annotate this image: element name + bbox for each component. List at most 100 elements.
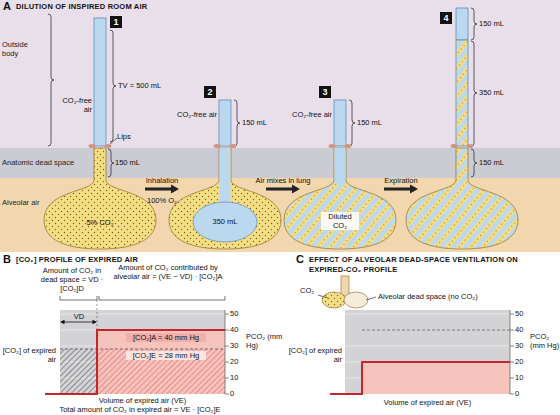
tube: [456, 8, 468, 40]
chart-c: [510, 394, 514, 395]
chart-b: [97, 330, 225, 394]
chart-c: [341, 276, 349, 296]
fresh-air: [193, 202, 257, 242]
gas-label: 5% CO₂: [70, 218, 130, 227]
axis-label: PCO₂ (mm Hg): [530, 332, 560, 350]
volume-label: 150 mL: [357, 118, 397, 127]
chart-b: [225, 310, 226, 394]
chart-c: [510, 378, 514, 379]
formula-label: Amount of CO₂ contributed by alveolar ai…: [112, 263, 224, 281]
lips: [451, 144, 458, 148]
lips: [345, 144, 352, 148]
band-label: Outside body: [2, 40, 46, 58]
fresh-air: [220, 148, 231, 204]
chart-c: [318, 295, 328, 298]
tick-label: 20: [230, 357, 244, 366]
callout-number: 1: [110, 16, 122, 28]
tick-label: 40: [515, 325, 529, 334]
step-label: Expiration: [372, 176, 430, 185]
volume-label: 150 mL: [115, 158, 155, 167]
panel-letter: B: [3, 253, 15, 265]
chart-b: [60, 310, 225, 394]
chart-c: [318, 276, 514, 394]
chart-c: [345, 310, 510, 394]
volume-label: 350 mL: [479, 88, 519, 97]
tube: [219, 100, 231, 146]
step-label: Air mixes in lung: [247, 176, 319, 185]
lips: [105, 144, 112, 148]
chart-b: [97, 300, 98, 330]
tick-label: 20: [515, 357, 529, 366]
chart-b: [60, 296, 225, 300]
tick-label: 40: [230, 325, 244, 334]
axis-label: Volume of expired air (VE): [345, 398, 510, 407]
lips: [467, 144, 474, 148]
value-label: [CO₂]E = 28 mm Hg: [126, 351, 206, 360]
volume-label: 150 mL: [242, 118, 282, 127]
air-label: CO₂-free air: [175, 110, 217, 119]
band-label: Anatomic dead space: [2, 158, 92, 167]
chart-c: [362, 330, 510, 331]
chart-c: [344, 292, 368, 308]
axis-label: [CO₂] of expired air: [2, 346, 56, 364]
chart-b: [60, 314, 225, 315]
tick-label: 50: [230, 309, 244, 318]
band-label: Alveolar air: [2, 198, 44, 207]
callout-number: 4: [440, 12, 452, 24]
volume-label: 150 mL: [479, 19, 519, 28]
gas-label: 100% O₂: [132, 196, 192, 205]
chart-b: [45, 296, 229, 394]
panel-title: DILUTION OF INSPIRED ROOM AIR: [16, 2, 266, 12]
tube: [456, 40, 468, 146]
axis-label: PCO₂ (mm Hg): [246, 332, 284, 350]
lips: [89, 144, 96, 148]
chart-b: [63, 322, 94, 323]
tick-label: 0: [230, 389, 244, 398]
callout-number: 3: [319, 86, 331, 98]
chart-b: [225, 314, 229, 315]
gas-label: Diluted CO₂: [321, 212, 359, 230]
chart-c: [362, 362, 510, 394]
air-label: CO₂-free air: [290, 110, 332, 119]
volume-label: TV = 500 mL: [118, 81, 178, 90]
volume-label: 350 mL: [195, 217, 255, 226]
lips: [214, 144, 221, 148]
chart-b: [60, 349, 97, 394]
chart-b: [60, 349, 225, 350]
chart-c: [510, 362, 514, 363]
part-label: Alveolar dead space (no CO₂): [378, 292, 498, 301]
band-region: Outside body 1 2 3 4: [0, 0, 560, 148]
chart-c: [510, 330, 514, 331]
chart-b: [225, 330, 229, 331]
formula-label: Total amount of CO₂ in expired air = VE …: [40, 405, 240, 414]
chart-c: [510, 346, 514, 347]
tick-label: 30: [230, 341, 244, 350]
chart-c: [330, 362, 510, 394]
chart-c: [345, 346, 510, 347]
tick-label: 10: [515, 373, 529, 382]
lips: [230, 144, 237, 148]
air-label: CO₂-free air: [54, 96, 92, 114]
chart-b: [93, 320, 98, 324]
chart-c: [366, 297, 376, 300]
panel-letter: C: [296, 253, 308, 265]
tube: [334, 100, 346, 146]
fresh-air: [335, 148, 346, 184]
formula-label: Amount of CO₂ in dead space = VD · [CO₂]…: [40, 266, 104, 293]
axis-label: VD: [70, 312, 88, 321]
lips-label: Lips: [117, 132, 141, 141]
chart-b: [225, 314, 229, 394]
callout-box: 2: [204, 86, 216, 98]
chart-b: [225, 362, 229, 363]
chart-b: [225, 378, 229, 379]
chart-c: [510, 310, 511, 394]
callout-box: 3: [319, 86, 331, 98]
tube: [94, 18, 106, 146]
callout-box: 4: [440, 12, 452, 24]
chart-b: [97, 349, 225, 394]
volume-label: 150 mL: [479, 158, 519, 167]
value-label: [CO₂]A = 40 mm Hg: [126, 333, 206, 342]
tick-label: 50: [515, 309, 529, 318]
chart-c: [510, 314, 514, 315]
